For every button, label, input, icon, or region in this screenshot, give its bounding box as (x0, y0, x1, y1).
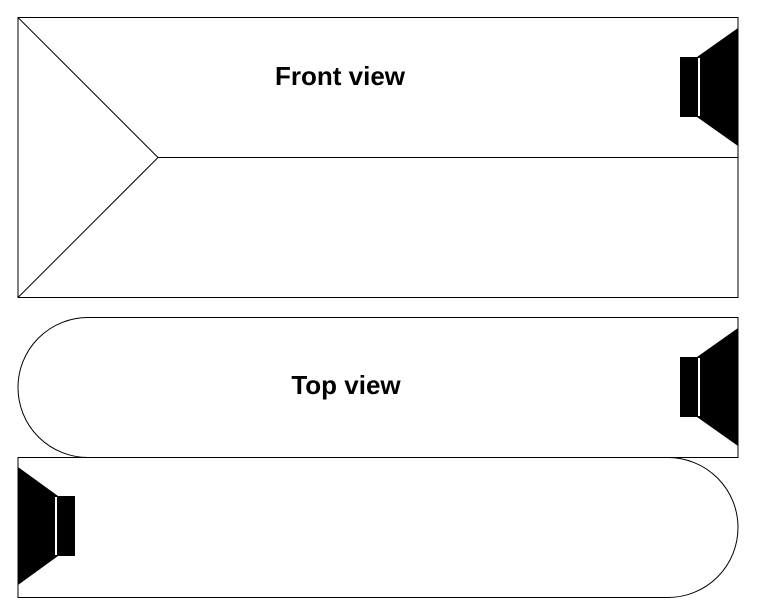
top-view-lower-outline (17, 457, 739, 598)
front-view-label: Front view (275, 61, 406, 91)
speaker-icon (18, 467, 75, 585)
top-view-label: Top view (291, 370, 401, 400)
top-view-upper-panel: Top view (17, 317, 739, 458)
top-view-upper-outline (17, 317, 739, 458)
front-view-fold-lower (17, 157, 159, 298)
speaker-icon (680, 328, 738, 446)
speaker-icon (680, 28, 738, 146)
front-view-panel: Front view (17, 17, 739, 298)
top-view-lower-panel (17, 457, 739, 598)
front-view-fold-upper (17, 17, 159, 158)
